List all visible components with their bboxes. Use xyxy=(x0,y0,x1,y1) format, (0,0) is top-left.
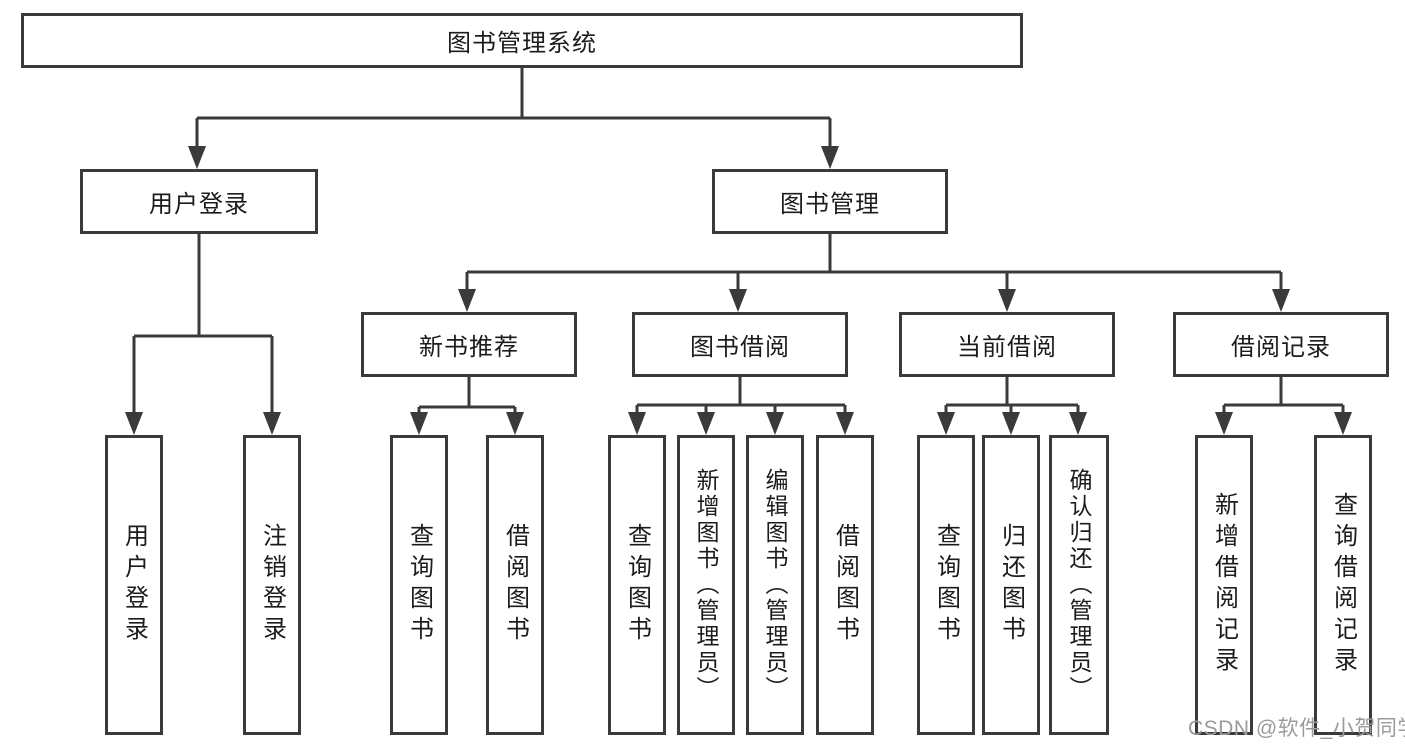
node-current-borrow: 当前借阅 xyxy=(899,312,1115,377)
node-label: 注销登录 xyxy=(258,523,286,647)
node-label: 归还图书 xyxy=(997,523,1025,647)
leaf-logout: 注销登录 xyxy=(243,435,301,735)
node-library-management-system: 图书管理系统 xyxy=(21,13,1023,68)
node-book-management: 图书管理 xyxy=(712,169,948,234)
node-label: 借阅图书 xyxy=(501,523,529,647)
node-label: 查询图书 xyxy=(623,523,651,647)
csdn-watermark: CSDN @软件_小贺同学 xyxy=(1188,717,1405,740)
node-label: 查询借阅记录 xyxy=(1329,492,1357,678)
node-label: 当前借阅 xyxy=(957,334,1057,361)
leaf-current-return-book: 归还图书 xyxy=(982,435,1040,735)
node-label: 编辑图书（管理员） xyxy=(762,468,788,702)
node-new-book-recommend: 新书推荐 xyxy=(361,312,577,377)
node-label: 图书管理 xyxy=(780,191,880,218)
node-label: 图书管理系统 xyxy=(447,30,597,57)
node-user-login: 用户登录 xyxy=(80,169,318,234)
leaf-recommend-query-book: 查询图书 xyxy=(390,435,448,735)
leaf-user-login: 用户登录 xyxy=(105,435,163,735)
node-label: 新增图书（管理员） xyxy=(693,468,719,702)
node-label: 查询图书 xyxy=(932,523,960,647)
leaf-record-query-record: 查询借阅记录 xyxy=(1314,435,1372,735)
node-label: 新增借阅记录 xyxy=(1210,492,1238,678)
node-label: 借阅记录 xyxy=(1231,334,1331,361)
node-label: 查询图书 xyxy=(405,523,433,647)
leaf-record-add-record: 新增借阅记录 xyxy=(1195,435,1253,735)
leaf-current-query-book: 查询图书 xyxy=(917,435,975,735)
leaf-borrow-add-book-admin: 新增图书（管理员） xyxy=(677,435,735,735)
leaf-borrow-query-book: 查询图书 xyxy=(608,435,666,735)
node-label: 借阅图书 xyxy=(831,523,859,647)
node-label: 用户登录 xyxy=(120,523,148,647)
node-label: 新书推荐 xyxy=(419,334,519,361)
node-label: 图书借阅 xyxy=(690,334,790,361)
leaf-current-confirm-return-admin: 确认归还（管理员） xyxy=(1049,435,1109,735)
node-label: 确认归还（管理员） xyxy=(1066,468,1092,702)
node-book-borrow: 图书借阅 xyxy=(632,312,848,377)
leaf-recommend-borrow-book: 借阅图书 xyxy=(486,435,544,735)
node-label: 用户登录 xyxy=(149,191,249,218)
node-borrow-record: 借阅记录 xyxy=(1173,312,1389,377)
leaf-borrow-borrow-book: 借阅图书 xyxy=(816,435,874,735)
leaf-borrow-edit-book-admin: 编辑图书（管理员） xyxy=(746,435,804,735)
